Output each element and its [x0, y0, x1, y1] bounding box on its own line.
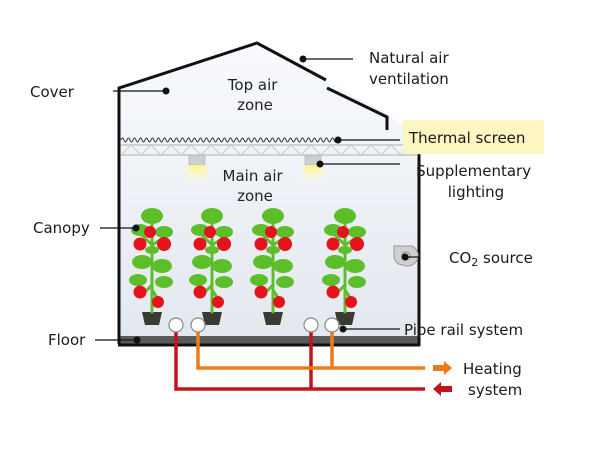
thermal-screen — [120, 137, 422, 156]
arrow-right-icon — [433, 361, 452, 375]
tomato — [326, 285, 340, 299]
tomato — [193, 285, 207, 299]
leaf — [205, 246, 219, 254]
supplementary-lighting-label: Supplementary lighting — [416, 162, 536, 201]
tomato — [204, 226, 216, 238]
leaf — [345, 259, 365, 273]
plant-pot — [263, 312, 283, 325]
arrow-left-icon — [433, 382, 452, 396]
tomato — [212, 296, 224, 308]
tomato-plant — [189, 208, 233, 325]
pipe-rail — [324, 317, 340, 333]
return-pipe — [174, 330, 425, 391]
floor-label: Floor — [48, 331, 86, 349]
leaf — [201, 208, 223, 224]
tomato — [144, 226, 156, 238]
pipe-rail — [303, 317, 319, 333]
pipe-rail — [190, 317, 206, 333]
tomato — [152, 296, 164, 308]
thermal-screen-wave — [120, 137, 338, 143]
leaf — [273, 259, 293, 273]
leaf — [250, 274, 268, 286]
tomato — [133, 285, 147, 299]
heating-pipes — [168, 317, 452, 396]
tomato — [345, 296, 357, 308]
leaf — [253, 255, 273, 269]
leaf — [212, 259, 232, 273]
heating-system-label: Heating system — [463, 360, 527, 399]
canopy-plants — [129, 208, 366, 325]
lamp-glow — [302, 165, 324, 183]
tomato — [217, 237, 231, 251]
tomato — [265, 226, 277, 238]
leaf — [215, 226, 233, 238]
plant-pot — [202, 312, 222, 325]
leaf — [348, 276, 366, 288]
cover-label: Cover — [30, 83, 75, 101]
cover-outline — [117, 41, 327, 344]
canopy-label: Canopy — [33, 219, 90, 237]
top-air-zone-label: Top air zone — [227, 76, 282, 114]
co2-source-label: CO2 source — [449, 249, 533, 269]
plant-pot — [142, 312, 162, 325]
plant-pot — [335, 312, 355, 325]
supply-pipe — [196, 330, 425, 370]
tomato — [278, 237, 292, 251]
leaf — [141, 208, 163, 224]
leader-lines — [95, 58, 420, 341]
leaf — [262, 208, 284, 224]
leaf — [276, 276, 294, 288]
tomato-plant — [250, 208, 294, 325]
leaf — [155, 226, 173, 238]
leaf — [132, 255, 152, 269]
main-air-zone-label: Main air zone — [223, 167, 288, 205]
truss-zigzag — [120, 144, 422, 156]
tomato — [254, 285, 268, 299]
tomato — [326, 237, 340, 251]
leaf — [189, 274, 207, 286]
natural-ventilation-label: Natural air ventilation — [369, 49, 453, 88]
leaf — [325, 255, 345, 269]
cover-outline-right — [326, 86, 389, 130]
leaf — [276, 226, 294, 238]
pipe-rail — [168, 317, 184, 333]
leaf — [215, 276, 233, 288]
leaf — [338, 246, 352, 254]
leaf — [266, 246, 280, 254]
lamp-glow — [186, 165, 208, 183]
tomato — [254, 237, 268, 251]
leaf — [192, 255, 212, 269]
tomato-plant — [322, 208, 366, 325]
tomato — [350, 237, 364, 251]
leaf — [152, 259, 172, 273]
supplementary-lights — [186, 155, 324, 183]
leaf — [348, 226, 366, 238]
lamp — [188, 155, 206, 166]
leaf — [334, 208, 356, 224]
tomato — [157, 237, 171, 251]
leaf — [322, 274, 340, 286]
pipe-rail-system-label: Pipe rail system — [404, 321, 523, 339]
thermal-screen-label-bg — [403, 120, 544, 154]
thermal-screen-label: Thermal screen — [408, 129, 525, 147]
leaf — [155, 276, 173, 288]
tomato — [337, 226, 349, 238]
leaf — [129, 274, 147, 286]
leader-dots — [132, 55, 409, 344]
leaf — [145, 246, 159, 254]
tomato — [273, 296, 285, 308]
floor — [119, 336, 419, 345]
tomato — [193, 237, 207, 251]
tomato — [133, 237, 147, 251]
